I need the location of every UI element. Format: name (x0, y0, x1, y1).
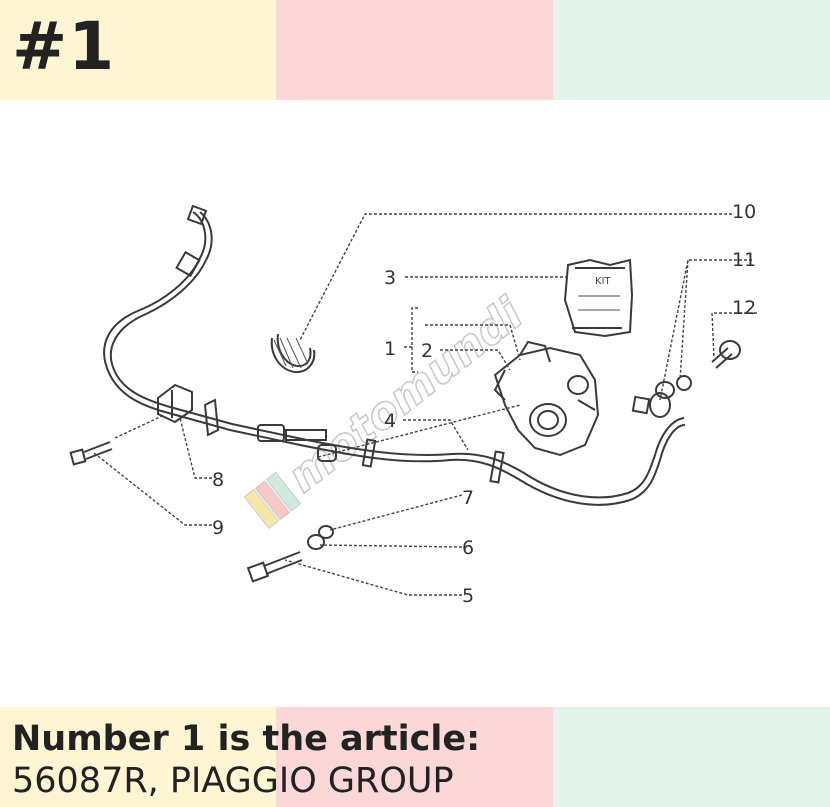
watermark-text: motomundi (278, 288, 533, 503)
footer-band-pink (276, 707, 553, 807)
callout-9: 9 (212, 517, 224, 539)
callout-6: 6 (462, 537, 474, 559)
callout-4: 4 (384, 410, 396, 432)
callout-7: 7 (462, 487, 474, 509)
hose-clamp-ring (270, 333, 316, 374)
banjo-bolt-assembly (246, 525, 334, 583)
footer-band-yellow (0, 707, 276, 807)
header-band (0, 0, 830, 100)
article-code: 56087R, PIAGGIO GROUP (12, 761, 454, 801)
callout-12: 12 (732, 297, 756, 319)
footer-band (0, 707, 830, 807)
bolt-9 (69, 441, 113, 466)
callout-5: 5 (462, 585, 474, 607)
brake-caliper (493, 340, 600, 457)
header-band-yellow (0, 0, 276, 100)
article-caption: Number 1 is the article: 56087R, PIAGGIO… (12, 718, 480, 802)
washers-bolt-right (631, 340, 741, 418)
brake-hose (103, 204, 686, 506)
footer-band-mint (553, 707, 830, 807)
callout-labels: 1 2 3 4 5 6 7 8 9 10 11 12 (212, 201, 756, 607)
callout-11: 11 (732, 249, 756, 271)
item-number-heading: #1 (12, 8, 116, 85)
kit-label: KIT (595, 276, 612, 287)
brake-pad-kit: KIT (563, 258, 634, 338)
callout-8: 8 (212, 469, 224, 491)
callout-2: 2 (421, 340, 433, 362)
hose-clips (361, 438, 505, 484)
caption-heading: Number 1 is the article: (12, 719, 481, 759)
header-band-mint (553, 0, 830, 100)
hose-fittings (157, 383, 337, 462)
exploded-parts-diagram: motomundi KIT (69, 201, 757, 607)
clamp-8 (203, 398, 220, 437)
callout-3: 3 (384, 267, 396, 289)
header-band-pink (276, 0, 553, 100)
leader-lines (93, 213, 757, 596)
callout-1: 1 (384, 338, 396, 360)
callout-10: 10 (732, 201, 756, 223)
